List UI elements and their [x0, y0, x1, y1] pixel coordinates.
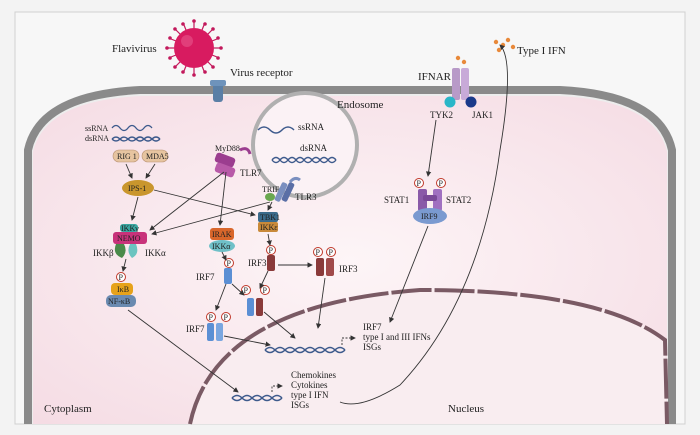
ikke-label: IKKε	[260, 223, 278, 232]
tlr7-receptor	[214, 147, 252, 178]
virus-receptor-label: Virus receptor	[230, 67, 293, 79]
ikkg	[120, 224, 138, 232]
cyto-ssrna	[111, 124, 153, 132]
endosome-dsrna	[271, 156, 337, 164]
irf9-label: IRF9	[421, 212, 437, 221]
ikka-label: IKKα	[145, 248, 166, 258]
jak1-label: JAK1	[472, 110, 493, 120]
irf-heterodimer	[247, 298, 254, 316]
nfkb-label: NF-κB	[108, 297, 130, 306]
ifnar-label: IFNAR	[418, 71, 452, 83]
ikb	[111, 283, 133, 295]
irak	[210, 228, 234, 240]
cyto-dna	[231, 394, 283, 402]
svg-text:P: P	[439, 179, 444, 188]
svg-text:P: P	[417, 179, 422, 188]
svg-text:P: P	[224, 313, 229, 322]
svg-text:P: P	[329, 248, 334, 257]
tbk1	[258, 212, 278, 222]
mda5-label: MDA5	[146, 152, 169, 161]
cyto-chemokines-text: Chemokines	[291, 370, 336, 380]
nuc-irf7-text: IRF7	[363, 322, 382, 332]
tyk2-label: TYK2	[430, 110, 453, 120]
nucleus-membrane	[188, 287, 669, 425]
ikb-phos	[116, 272, 126, 282]
endosome	[251, 91, 359, 199]
svg-text:P: P	[244, 286, 249, 295]
irf3-dimer	[316, 258, 324, 276]
ikka-subunit	[128, 244, 138, 258]
tyk2	[444, 96, 456, 108]
endosome-ssrna	[257, 126, 295, 134]
nuc-type13-text: type I and III IFNs	[363, 332, 431, 342]
nuc-isgs-text: ISGs	[363, 342, 382, 352]
ikke	[258, 222, 278, 232]
tlr3-label: TLR3	[295, 192, 317, 202]
irf7-dimer	[207, 323, 214, 341]
irf3-a-label: IRF3	[248, 258, 267, 268]
jak1	[465, 96, 477, 108]
ifnar-receptor	[452, 68, 469, 100]
endosome-label: Endosome	[337, 99, 384, 111]
stat2	[433, 189, 442, 211]
cyto-ssrna-label: ssRNA	[85, 124, 108, 133]
nemo	[113, 232, 147, 244]
rig1-label: RIG 1	[117, 152, 137, 161]
ikkb-subunit	[114, 244, 126, 258]
cyto-dsrna	[111, 136, 161, 142]
ips1-label: IPS-1	[128, 184, 146, 193]
nuclear-dna	[264, 346, 346, 354]
type1ifn-label: Type I IFN	[517, 45, 566, 57]
svg-text:P: P	[209, 313, 214, 322]
ikka2	[209, 240, 235, 252]
cyto-type1ifn-text: type I IFN	[291, 390, 329, 400]
irf7-a	[224, 268, 232, 284]
irf7-a-label: IRF7	[196, 272, 215, 282]
cyto-dsrna-label: dsRNA	[85, 134, 109, 143]
cyto-cytokines-text: Cytokines	[291, 380, 328, 390]
stat1-label: STAT1	[384, 195, 409, 205]
endosome-dsrna-label: dsRNA	[300, 143, 328, 153]
tbk1-label: TBK1	[260, 213, 280, 222]
trif-label: TRIF	[262, 185, 280, 194]
ips1	[122, 180, 154, 196]
endosome-ssrna-label: ssRNA	[298, 122, 325, 132]
flavivirus-particle	[165, 19, 223, 77]
nfkb	[106, 295, 136, 307]
ikka2-label: IKKα	[212, 242, 231, 251]
irf3-a	[267, 255, 275, 271]
irf9	[413, 208, 447, 224]
myd88-label: MyD88	[215, 144, 240, 153]
cytoplasm-label: Cytoplasm	[44, 403, 92, 415]
tlr7-label: TLR7	[240, 168, 262, 178]
cyto-isgs-text: ISGs	[291, 400, 310, 410]
flavivirus-label: Flavivirus	[112, 43, 157, 55]
irf3-b-label: IRF3	[339, 264, 358, 274]
stat2-label: STAT2	[446, 195, 471, 205]
rig1	[112, 149, 140, 163]
irf7-b-label: IRF7	[186, 324, 205, 334]
svg-text:P: P	[263, 286, 268, 295]
pathway-arrows	[121, 44, 508, 405]
ikb-label: IκB	[117, 285, 129, 294]
ikkg-label: IKKγ	[121, 224, 139, 233]
tlr3-receptor	[265, 176, 301, 202]
svg-text:P: P	[227, 259, 232, 268]
svg-text:P: P	[316, 248, 321, 257]
ikkb-label: IKKβ	[93, 248, 114, 258]
mda5	[141, 149, 169, 163]
irak-label: IRAK	[212, 230, 232, 239]
nucleus-label: Nucleus	[448, 403, 484, 415]
nemo-label: NEMO	[117, 234, 141, 243]
svg-text:P: P	[269, 246, 274, 255]
stat1	[418, 189, 427, 211]
svg-text:P: P	[119, 273, 124, 282]
